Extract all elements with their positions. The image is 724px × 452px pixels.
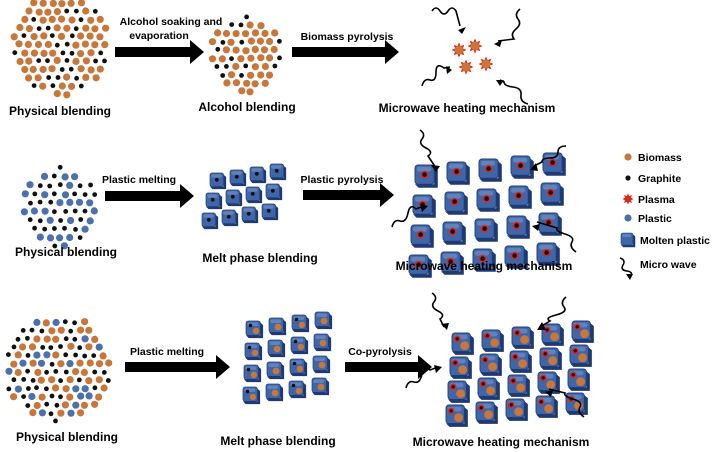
plastic-dot-icon	[624, 214, 632, 222]
physical-blending-cluster	[5, 318, 113, 424]
process-arrow	[292, 40, 399, 64]
melt-phase-blending-cluster	[242, 311, 333, 405]
arrow-label: Alcohol soaking and	[120, 16, 223, 28]
legend-label: Molten plastic	[640, 235, 710, 247]
legend-item-graphite: Graphite	[625, 173, 681, 185]
melt-phase-blending-cluster	[201, 163, 287, 230]
stage-label: Physical blending	[9, 104, 111, 118]
legend-label: Graphite	[638, 173, 681, 185]
legend-label: Biomass	[638, 152, 682, 164]
graphite-dot-icon	[625, 175, 631, 181]
microwave-waves-row-2	[391, 129, 577, 253]
legend-item-plasma: Plasma	[622, 193, 675, 206]
legend-label: Plasma	[638, 194, 675, 206]
biomass-dot-icon	[624, 153, 632, 161]
row-2: Physical blending Melt phase blending Mi…	[15, 129, 577, 279]
arrow-label: Plastic melting	[102, 174, 176, 186]
process-arrow	[115, 40, 204, 64]
process-arrow	[105, 184, 194, 208]
legend-item-biomass: Biomass	[624, 152, 682, 164]
process-arrow	[303, 183, 394, 207]
legend: Biomass Graphite Plasma Plastic Molten p…	[619, 152, 710, 280]
stage-label: Physical blending	[16, 430, 118, 444]
plasma-star-icon	[622, 193, 634, 205]
stage-label: Microwave heating mechanism	[396, 259, 573, 273]
stage-label: Melt phase blending	[220, 434, 335, 448]
legend-item-molten-plastic: Molten plastic	[620, 232, 710, 248]
arrow-label: Biomass pyrolysis	[301, 31, 394, 43]
physical-blending-cluster	[20, 164, 98, 250]
microwave-mechanism-cluster	[445, 320, 595, 428]
arrow-label: Co-pyrolysis	[348, 346, 412, 358]
molten-plastic-cube-icon	[620, 232, 636, 248]
legend-item-plastic: Plastic	[624, 213, 672, 225]
stage-label: Microwave heating mechanism	[379, 101, 556, 115]
stage-label: Alcohol blending	[198, 100, 295, 114]
row-1: Physical blending Alcohol blending Micro…	[9, 0, 555, 118]
arrow-label: evaporation	[129, 30, 189, 42]
microwave-mechanism-cluster	[451, 38, 494, 75]
process-arrow	[345, 355, 432, 379]
legend-label: Plastic	[638, 213, 672, 225]
legend-item-microwave: Micro wave	[619, 257, 697, 280]
row-3: Physical blending Melt phase blending Mi…	[5, 292, 595, 449]
stage-label: Melt phase blending	[202, 251, 317, 265]
stage-label: Physical blending	[15, 245, 117, 259]
alcohol-blending-cluster	[208, 14, 282, 96]
arrow-label: Plastic pyrolysis	[301, 174, 384, 186]
stage-label: Microwave heating mechanism	[413, 435, 590, 449]
legend-label: Micro wave	[640, 259, 697, 271]
microwave-waves-row-1	[421, 7, 529, 105]
arrow-label: Plastic melting	[130, 346, 204, 358]
physical-blending-cluster	[10, 0, 110, 99]
microwave-squiggle-icon	[619, 257, 633, 278]
process-arrow	[125, 355, 230, 379]
